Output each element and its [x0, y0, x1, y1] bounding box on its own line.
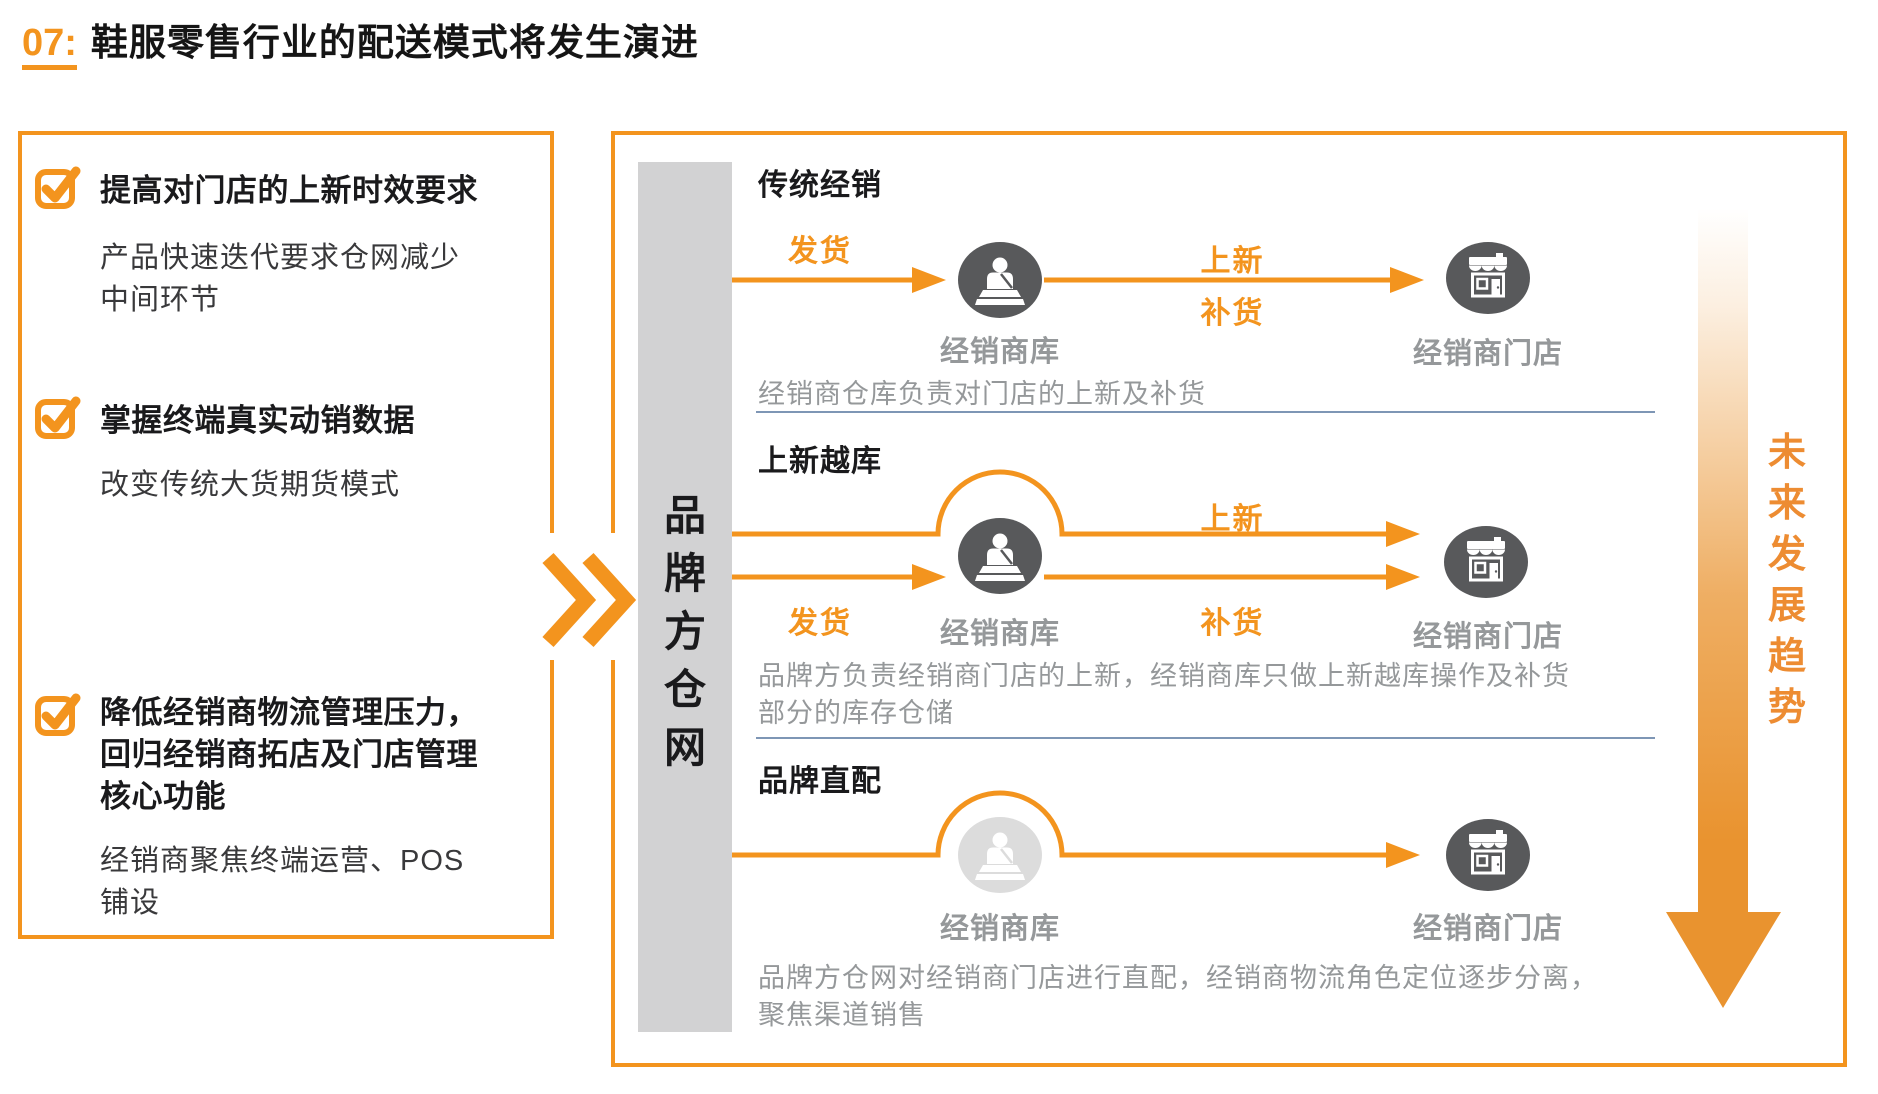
- row1-ship-label: 发货: [788, 235, 852, 268]
- driver-1-heading: 提高对门店的上新时效要求: [100, 173, 478, 208]
- row3-warehouse-label: 经销商库: [939, 913, 1060, 945]
- row1-caption: 经销商仓库负责对门店的上新及补货: [758, 379, 1206, 409]
- driver-2-body: 改变传统大货期货模式: [100, 469, 401, 501]
- warehouse-keeper-icon: [958, 242, 1042, 318]
- flow-panel: [611, 131, 1847, 1067]
- checkbox-icon: [34, 393, 82, 441]
- future-trend-label: 未来发展趋势: [1767, 432, 1806, 729]
- row2-newarrival-label: 上新: [1200, 503, 1265, 536]
- warehouse-keeper-icon: [958, 518, 1042, 594]
- title-number: 07:: [22, 22, 77, 70]
- row-divider: [756, 411, 1655, 413]
- future-trend-arrowhead: [1660, 912, 1788, 1010]
- drivers-panel: [18, 131, 554, 939]
- row3-store-label: 经销商门店: [1412, 913, 1563, 945]
- row2-restock-label: 补货: [1200, 607, 1265, 640]
- row3-header: 品牌直配: [758, 765, 882, 798]
- warehouse-keeper-icon-faded: [958, 817, 1042, 893]
- driver-3-body: 经销商聚焦终端运营、POS 铺设: [100, 845, 465, 919]
- row2-store-label: 经销商门店: [1412, 621, 1563, 653]
- row-divider: [756, 737, 1655, 739]
- future-trend-arrow-bar: [1698, 208, 1748, 912]
- row1-store-label: 经销商门店: [1412, 338, 1563, 370]
- row2-warehouse-label: 经销商库: [939, 618, 1060, 650]
- driver-3-heading: 降低经销商物流管理压力， 回归经销商拓店及门店管理 核心功能: [100, 695, 478, 814]
- checkbox-icon: [34, 690, 82, 738]
- page-title: 07: 鞋服零售行业的配送模式将发生演进: [22, 12, 699, 70]
- row1-restock-label: 补货: [1200, 297, 1265, 330]
- store-icon: [1446, 819, 1530, 891]
- row2-ship-label: 发货: [788, 607, 852, 640]
- store-icon: [1444, 526, 1528, 598]
- brand-warehouse-network-bar: 品牌方仓网: [638, 162, 732, 1032]
- row2-caption: 品牌方负责经销商门店的上新，经销商库只做上新越库操作及补货 部分的库存仓储: [758, 661, 1570, 728]
- driver-2-heading: 掌握终端真实动销数据: [100, 403, 415, 438]
- title-text: 鞋服零售行业的配送模式将发生演进: [90, 22, 699, 63]
- row3-caption: 品牌方仓网对经销商门店进行直配，经销商物流角色定位逐步分离， 聚焦渠道销售: [758, 963, 1598, 1030]
- brand-warehouse-network-label: 品牌方仓网: [663, 492, 706, 771]
- store-icon: [1446, 242, 1530, 314]
- row1-header: 传统经销: [758, 169, 882, 202]
- driver-1-body: 产品快速迭代要求仓网减少 中间环节: [100, 242, 461, 316]
- double-chevron-icon: [540, 548, 640, 652]
- row2-header: 上新越库: [758, 445, 882, 478]
- checkbox-icon: [34, 163, 82, 211]
- row1-newarrival-label: 上新: [1200, 245, 1265, 278]
- row1-warehouse-label: 经销商库: [939, 336, 1060, 368]
